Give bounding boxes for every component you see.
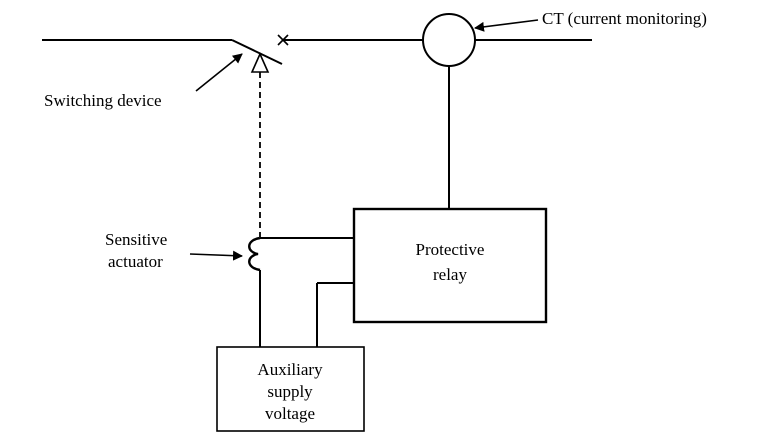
switch-blade [231,39,283,65]
ct-label: CT (current monitoring) [542,9,707,28]
aux-supply-label-2: supply [267,382,313,401]
sensitive-actuator-label-1: Sensitive [105,230,167,249]
protective-relay-label-2: relay [433,265,467,284]
aux-supply-label-1: Auxiliary [257,360,323,379]
ct-circle [422,13,476,67]
aux-supply-box [216,346,365,432]
switching-device-label: Switching device [44,91,162,110]
contact-cross-b [277,34,289,46]
switching-device-arrow [195,53,243,92]
sensitive-actuator-arrow [189,250,243,261]
sensitive-actuator-label-2: actuator [108,252,163,271]
ct-pointer-arrow [474,19,539,32]
aux-supply-label-3: voltage [265,404,315,423]
protective-relay-box [352,207,548,324]
actuator-coil [248,236,261,272]
protective-relay-label-1: Protective [416,240,485,259]
